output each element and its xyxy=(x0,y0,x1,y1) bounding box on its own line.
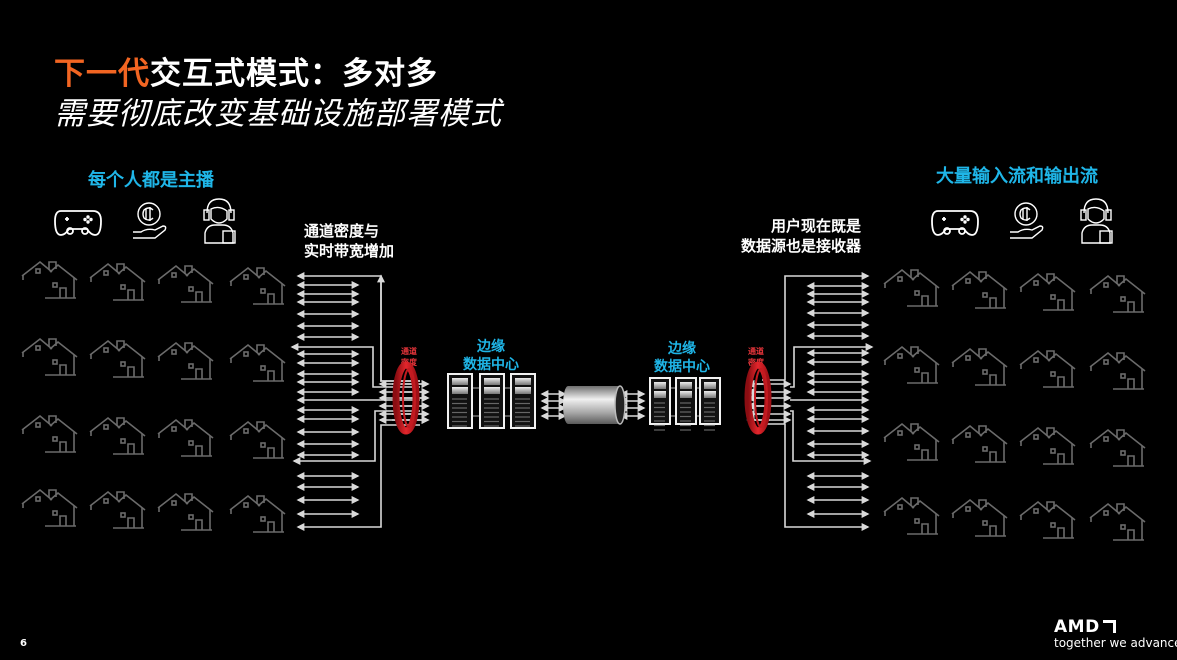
amd-logo: AMD xyxy=(1054,617,1116,637)
coin-hand-icon xyxy=(1010,202,1044,239)
house-icon xyxy=(89,262,146,301)
house-icon xyxy=(883,422,940,461)
right-dc-line2: 数据中心 xyxy=(654,359,710,375)
server-rack-icon xyxy=(510,373,536,429)
house-icon xyxy=(229,494,286,533)
server-rack-icon xyxy=(447,373,473,429)
left-datacenter-label: 边缘 数据中心 xyxy=(446,338,536,374)
house-icon xyxy=(883,496,940,535)
house-icon xyxy=(883,345,940,384)
server-rack-icon xyxy=(699,377,721,431)
right-heading: 大量输入流和输出流 xyxy=(936,166,1098,187)
channel-rings xyxy=(392,361,772,435)
slide-title: 下一代交互式模式：多对多 xyxy=(54,48,438,93)
house-icon xyxy=(157,264,214,303)
house-icon xyxy=(1089,274,1146,313)
coin-hand-icon xyxy=(133,202,167,239)
server-rack-icon xyxy=(479,373,505,429)
bracket-line xyxy=(762,423,870,531)
amd-logo-text: AMD xyxy=(1054,617,1100,637)
bracket-line xyxy=(790,410,872,465)
bracket-line xyxy=(790,343,874,388)
house-icon xyxy=(883,268,940,307)
headset-streamer-icon xyxy=(1080,198,1113,244)
left-note: 通道密度与 实时带宽增加 xyxy=(304,221,394,261)
slide-subtitle: 需要彻底改变基础设施部署模式 xyxy=(54,96,502,132)
title-rest: 交互式模式：多对多 xyxy=(150,56,438,92)
house-icon xyxy=(229,420,286,459)
left-house-grid xyxy=(21,260,286,533)
left-heading: 每个人都是主播 xyxy=(88,170,214,191)
right-note-line1: 用户现在既是 xyxy=(770,217,861,235)
house-icon xyxy=(21,260,78,299)
house-icon xyxy=(951,347,1008,386)
gamepad-icon xyxy=(54,210,102,236)
bracket-line xyxy=(762,272,870,381)
left-dc-line1: 边缘 xyxy=(477,339,505,355)
right-datacenter-label: 边缘 数据中心 xyxy=(637,340,727,376)
server-rack-icon xyxy=(649,377,671,431)
gamepad-icon xyxy=(931,210,979,236)
tagline: together we advance_ xyxy=(1054,636,1177,650)
server-rack-icon xyxy=(675,377,697,431)
pipe-left-end xyxy=(563,386,573,424)
house-icon xyxy=(89,490,146,529)
house-icon xyxy=(1089,502,1146,541)
house-icon xyxy=(951,424,1008,463)
house-icon xyxy=(1089,428,1146,467)
right-channel-ring xyxy=(744,361,772,435)
amd-arrow-icon xyxy=(1102,620,1116,633)
house-icon xyxy=(1019,272,1076,311)
house-icon xyxy=(89,416,146,455)
right-note: 用户现在既是 数据源也是接收器 xyxy=(727,216,861,256)
left-channel-ring xyxy=(392,361,420,435)
house-icon xyxy=(157,341,214,380)
house-icon xyxy=(229,266,286,305)
house-icon xyxy=(21,414,78,453)
left-note-line2: 实时带宽增加 xyxy=(304,242,395,260)
left-dc-line2: 数据中心 xyxy=(463,357,519,373)
user-icons xyxy=(54,198,1113,244)
title-highlight: 下一代 xyxy=(54,56,150,92)
pipe-body xyxy=(568,386,620,424)
server-racks xyxy=(447,373,721,431)
house-icon xyxy=(21,488,78,527)
right-ch-line1: 通道 xyxy=(748,347,764,356)
headset-streamer-icon xyxy=(203,198,236,244)
network-pipe-icon xyxy=(563,385,626,425)
left-note-line1: 通道密度与 xyxy=(304,222,380,240)
house-icon xyxy=(1019,500,1076,539)
right-note-line2: 数据源也是接收器 xyxy=(740,237,861,255)
house-icon xyxy=(1019,426,1076,465)
house-icon xyxy=(951,270,1008,309)
left-ch-line1: 通道 xyxy=(401,347,417,356)
house-icon xyxy=(1089,351,1146,390)
page-number: 6 xyxy=(20,638,27,649)
house-icon xyxy=(89,339,146,378)
house-icon xyxy=(951,498,1008,537)
house-icon xyxy=(21,337,78,376)
house-icon xyxy=(157,492,214,531)
right-dc-line1: 边缘 xyxy=(668,341,696,357)
pipe-right-end xyxy=(614,385,626,425)
house-icon xyxy=(1019,349,1076,388)
house-icon xyxy=(229,343,286,382)
right-house-grid xyxy=(883,268,1146,541)
house-icon xyxy=(157,418,214,457)
